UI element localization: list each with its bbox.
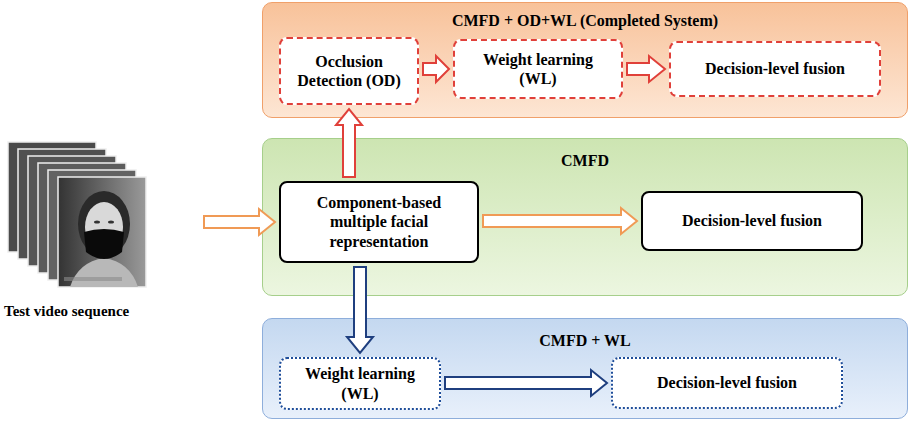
process-box: Decision-level fusion [641, 191, 863, 251]
shoulders [70, 258, 138, 287]
band-title: CMFD + OD+WL (Completed System) [452, 11, 718, 30]
block-arrow [483, 208, 637, 234]
frame-stack [8, 142, 146, 287]
timestamp-strip [64, 277, 122, 281]
process-box: Component-based multiple facial represen… [279, 181, 479, 263]
block-arrow [336, 109, 362, 177]
process-box: Decision-level fusion [669, 41, 881, 97]
block-arrow [423, 56, 449, 82]
band-title: CMFD + WL [539, 331, 630, 350]
box-label: Occlusion Detection (OD) [289, 52, 409, 90]
box-label: Decision-level fusion [682, 211, 822, 230]
video-frame [58, 177, 146, 287]
input-figure: Test video sequence [4, 140, 200, 320]
block-arrow [347, 267, 373, 353]
face-mask [84, 229, 124, 259]
block-arrow [627, 56, 665, 82]
process-box: Decision-level fusion [611, 357, 843, 409]
eye [94, 220, 100, 223]
figure-caption: Test video sequence [4, 302, 200, 320]
block-arrow [204, 209, 275, 235]
block-arrow [445, 370, 607, 396]
box-label: Weight learning (WL) [468, 50, 608, 88]
process-box: Weight learning (WL) [453, 39, 623, 99]
masked-face [64, 191, 138, 287]
process-box: Occlusion Detection (OD) [279, 37, 419, 105]
box-label: Decision-level fusion [705, 59, 845, 78]
eye [108, 220, 114, 223]
band-title: CMFD [561, 151, 609, 170]
box-label: Weight learning (WL) [290, 364, 430, 402]
system-band: CMFD + OD+WL (Completed System) Occlusion… [262, 2, 908, 118]
process-box: Weight learning (WL) [279, 357, 441, 410]
box-label: Decision-level fusion [657, 373, 797, 392]
box-label: Component-based multiple facial represen… [304, 193, 454, 251]
